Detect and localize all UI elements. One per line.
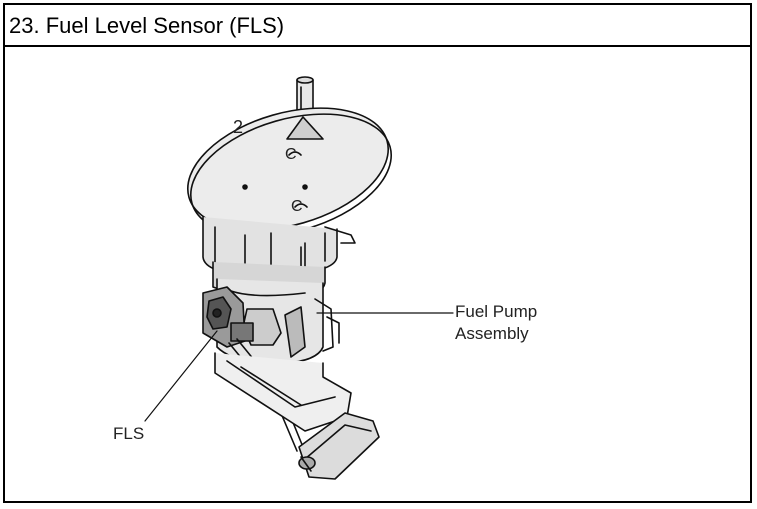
flange-mark-c1: C xyxy=(285,146,297,163)
fuel-pump-illustration: 2 C C xyxy=(144,76,454,480)
diagram-frame: 23. Fuel Level Sensor (FLS) xyxy=(3,3,752,503)
label-fuel-pump-line2: Assembly xyxy=(455,324,529,343)
diagram-content: 2 C C Fuel Pump Assembly FLS xyxy=(5,47,750,501)
flange-mark-c2: C xyxy=(291,198,303,215)
fls-sensor-block xyxy=(202,286,254,348)
float xyxy=(298,412,380,480)
label-fuel-pump-line1: Fuel Pump xyxy=(455,302,538,321)
label-fuel-pump-assembly: Fuel Pump Assembly xyxy=(455,301,537,345)
page-title: 23. Fuel Level Sensor (FLS) xyxy=(9,13,285,38)
title-bar: 23. Fuel Level Sensor (FLS) xyxy=(5,5,750,47)
flange-mark-2: 2 xyxy=(233,117,243,137)
label-fls: FLS xyxy=(113,424,145,443)
fls-leader-line xyxy=(144,330,218,422)
